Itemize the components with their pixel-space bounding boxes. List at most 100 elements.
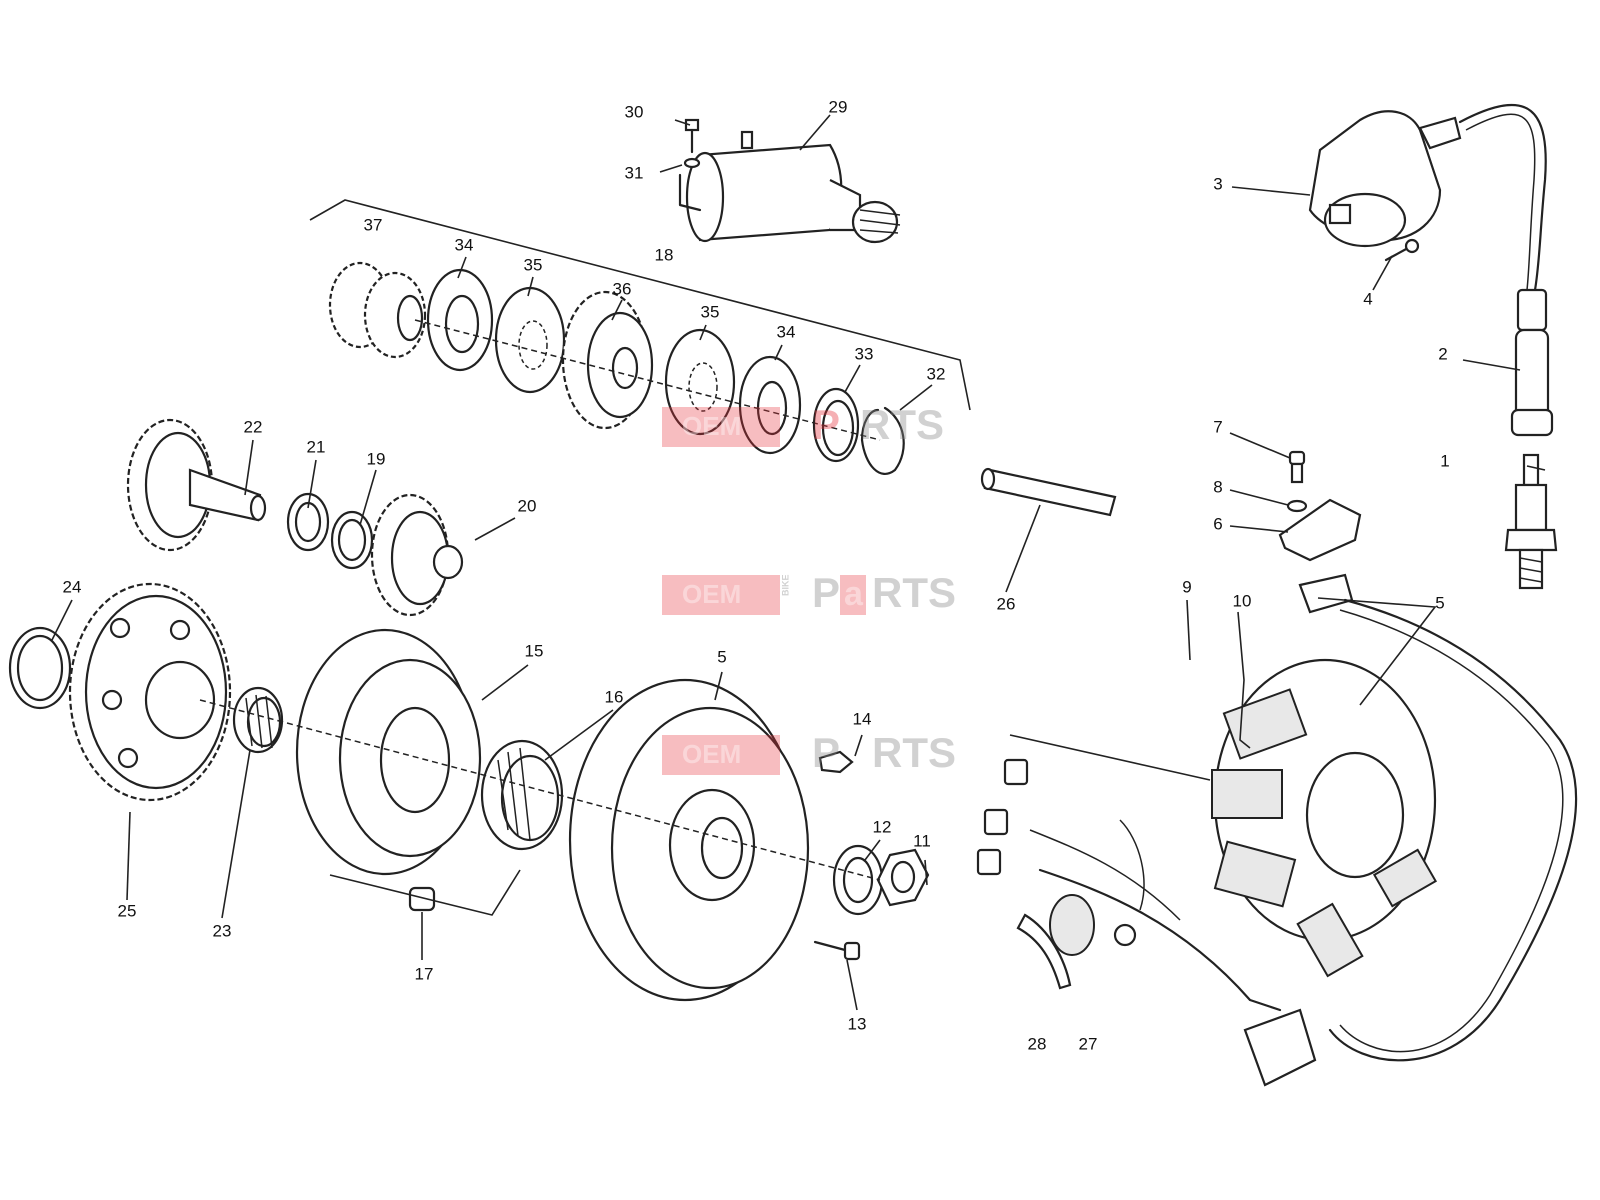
spline-plate-35-right [664,328,736,436]
callout-1: 1 [1440,451,1449,470]
callout-12: 12 [873,817,892,836]
screw-4 [1384,238,1420,262]
callout-27: 27 [1079,1034,1098,1053]
callout-23: 23 [213,921,232,940]
reduction-gear-37 [328,261,427,359]
gear-20 [370,493,464,617]
needle-bearing-23 [232,686,284,754]
callout-37: 37 [364,215,383,234]
callout-25: 25 [118,901,137,920]
bolt-7 [1288,450,1306,484]
svg-text:OEM: OEM [682,579,741,609]
washer-21 [286,492,330,552]
callout-19: 19 [367,449,386,468]
shim-24 [8,626,72,710]
callout-13: 13 [848,1014,867,1033]
callout-35-right: 35 [701,302,720,321]
hv-lead-2-inner [1465,113,1536,291]
group-bracket-18 [309,199,971,411]
callout-11: 11 [913,831,931,850]
washer-34-left [426,268,494,372]
bracket-6 [1278,498,1362,562]
starter-motor [678,130,901,244]
flywheel-rotor-5 [568,678,810,1002]
svg-text:BIKE: BIKE [780,574,790,596]
circlip-32 [860,406,905,476]
callout-36: 36 [613,279,632,298]
bolt-30 [684,118,700,154]
callout-3: 3 [1213,174,1222,193]
stator-harness-2 [1339,609,1564,1053]
callout-33: 33 [855,344,874,363]
callout-6: 6 [1213,514,1222,533]
connector-block-low [976,848,1002,876]
svg-text:RTS: RTS [872,729,956,776]
callout-31: 31 [625,163,644,182]
svg-text:OEM: OEM [682,411,741,441]
washer-34-right [738,355,802,455]
main-harness [1038,868,1282,1012]
callout-18: 18 [655,245,674,264]
main-harness-2 [1029,819,1181,921]
shim-33 [812,387,860,463]
connector-block-mid [983,808,1009,836]
callout-5-rotor: 5 [717,647,726,666]
stator-5 [1211,658,1438,978]
idler-gear-22 [126,418,267,552]
callout-10: 10 [1233,591,1252,610]
callout-8: 8 [1213,477,1222,496]
callout-14: 14 [853,709,872,728]
starter-clutch-15 [295,628,482,876]
gear-36 [561,290,654,430]
clamp-28 [1016,913,1072,990]
callout-35-left: 35 [524,255,543,274]
spark-plug-1 [1504,453,1558,590]
harness-grommet [1243,1008,1317,1087]
svg-text:P: P [812,569,840,616]
callout-22: 22 [244,417,263,436]
callout-20: 20 [518,496,537,515]
connector-block-top [1003,758,1029,786]
callout-30: 30 [625,102,644,121]
grommet-27 [1049,894,1137,956]
callout-9: 9 [1182,577,1191,596]
washer-12 [832,844,884,916]
spline-plate-35-left [494,286,566,394]
washer-31 [683,157,701,169]
callout-7: 7 [1213,417,1222,436]
svg-text:RTS: RTS [872,569,956,616]
clutch-leader [329,869,521,916]
washer-19 [330,510,374,570]
callout-26: 26 [997,594,1016,613]
ignition-coil [1308,110,1462,248]
callout-16: 16 [605,687,624,706]
watermark: OEM P RTS OEM BIKE P a RTS OEM P RTS [662,401,956,776]
callout-24: 24 [63,577,82,596]
callout-34-right: 34 [777,322,796,341]
svg-text:P: P [812,401,840,448]
svg-text:a: a [844,575,864,613]
nut-11 [876,848,930,907]
callout-15: 15 [525,641,544,660]
svg-text:OEM: OEM [682,739,741,769]
stator-leader [1009,734,1211,781]
svg-text:P: P [812,729,840,776]
callout-32: 32 [927,364,946,383]
pickup-5 [1298,573,1354,614]
axis-gear-stack [414,319,881,441]
stator-harness [1328,598,1578,1062]
leader-lines [51,114,1546,1011]
callout-labels: 1 2 3 4 5 5 6 7 8 9 10 11 12 13 14 15 16… [63,97,1450,1053]
bolt-13 [813,940,861,961]
callout-28: 28 [1028,1034,1047,1053]
callout-17: 17 [415,964,434,983]
callout-2: 2 [1438,344,1447,363]
woodruff-key-14 [818,750,854,774]
washer-8 [1286,499,1308,513]
axis-flywheel [199,699,881,881]
driven-gear-25 [68,582,232,802]
callout-5-stator: 5 [1435,593,1444,612]
callout-4: 4 [1363,289,1372,308]
callout-29: 29 [829,97,848,116]
